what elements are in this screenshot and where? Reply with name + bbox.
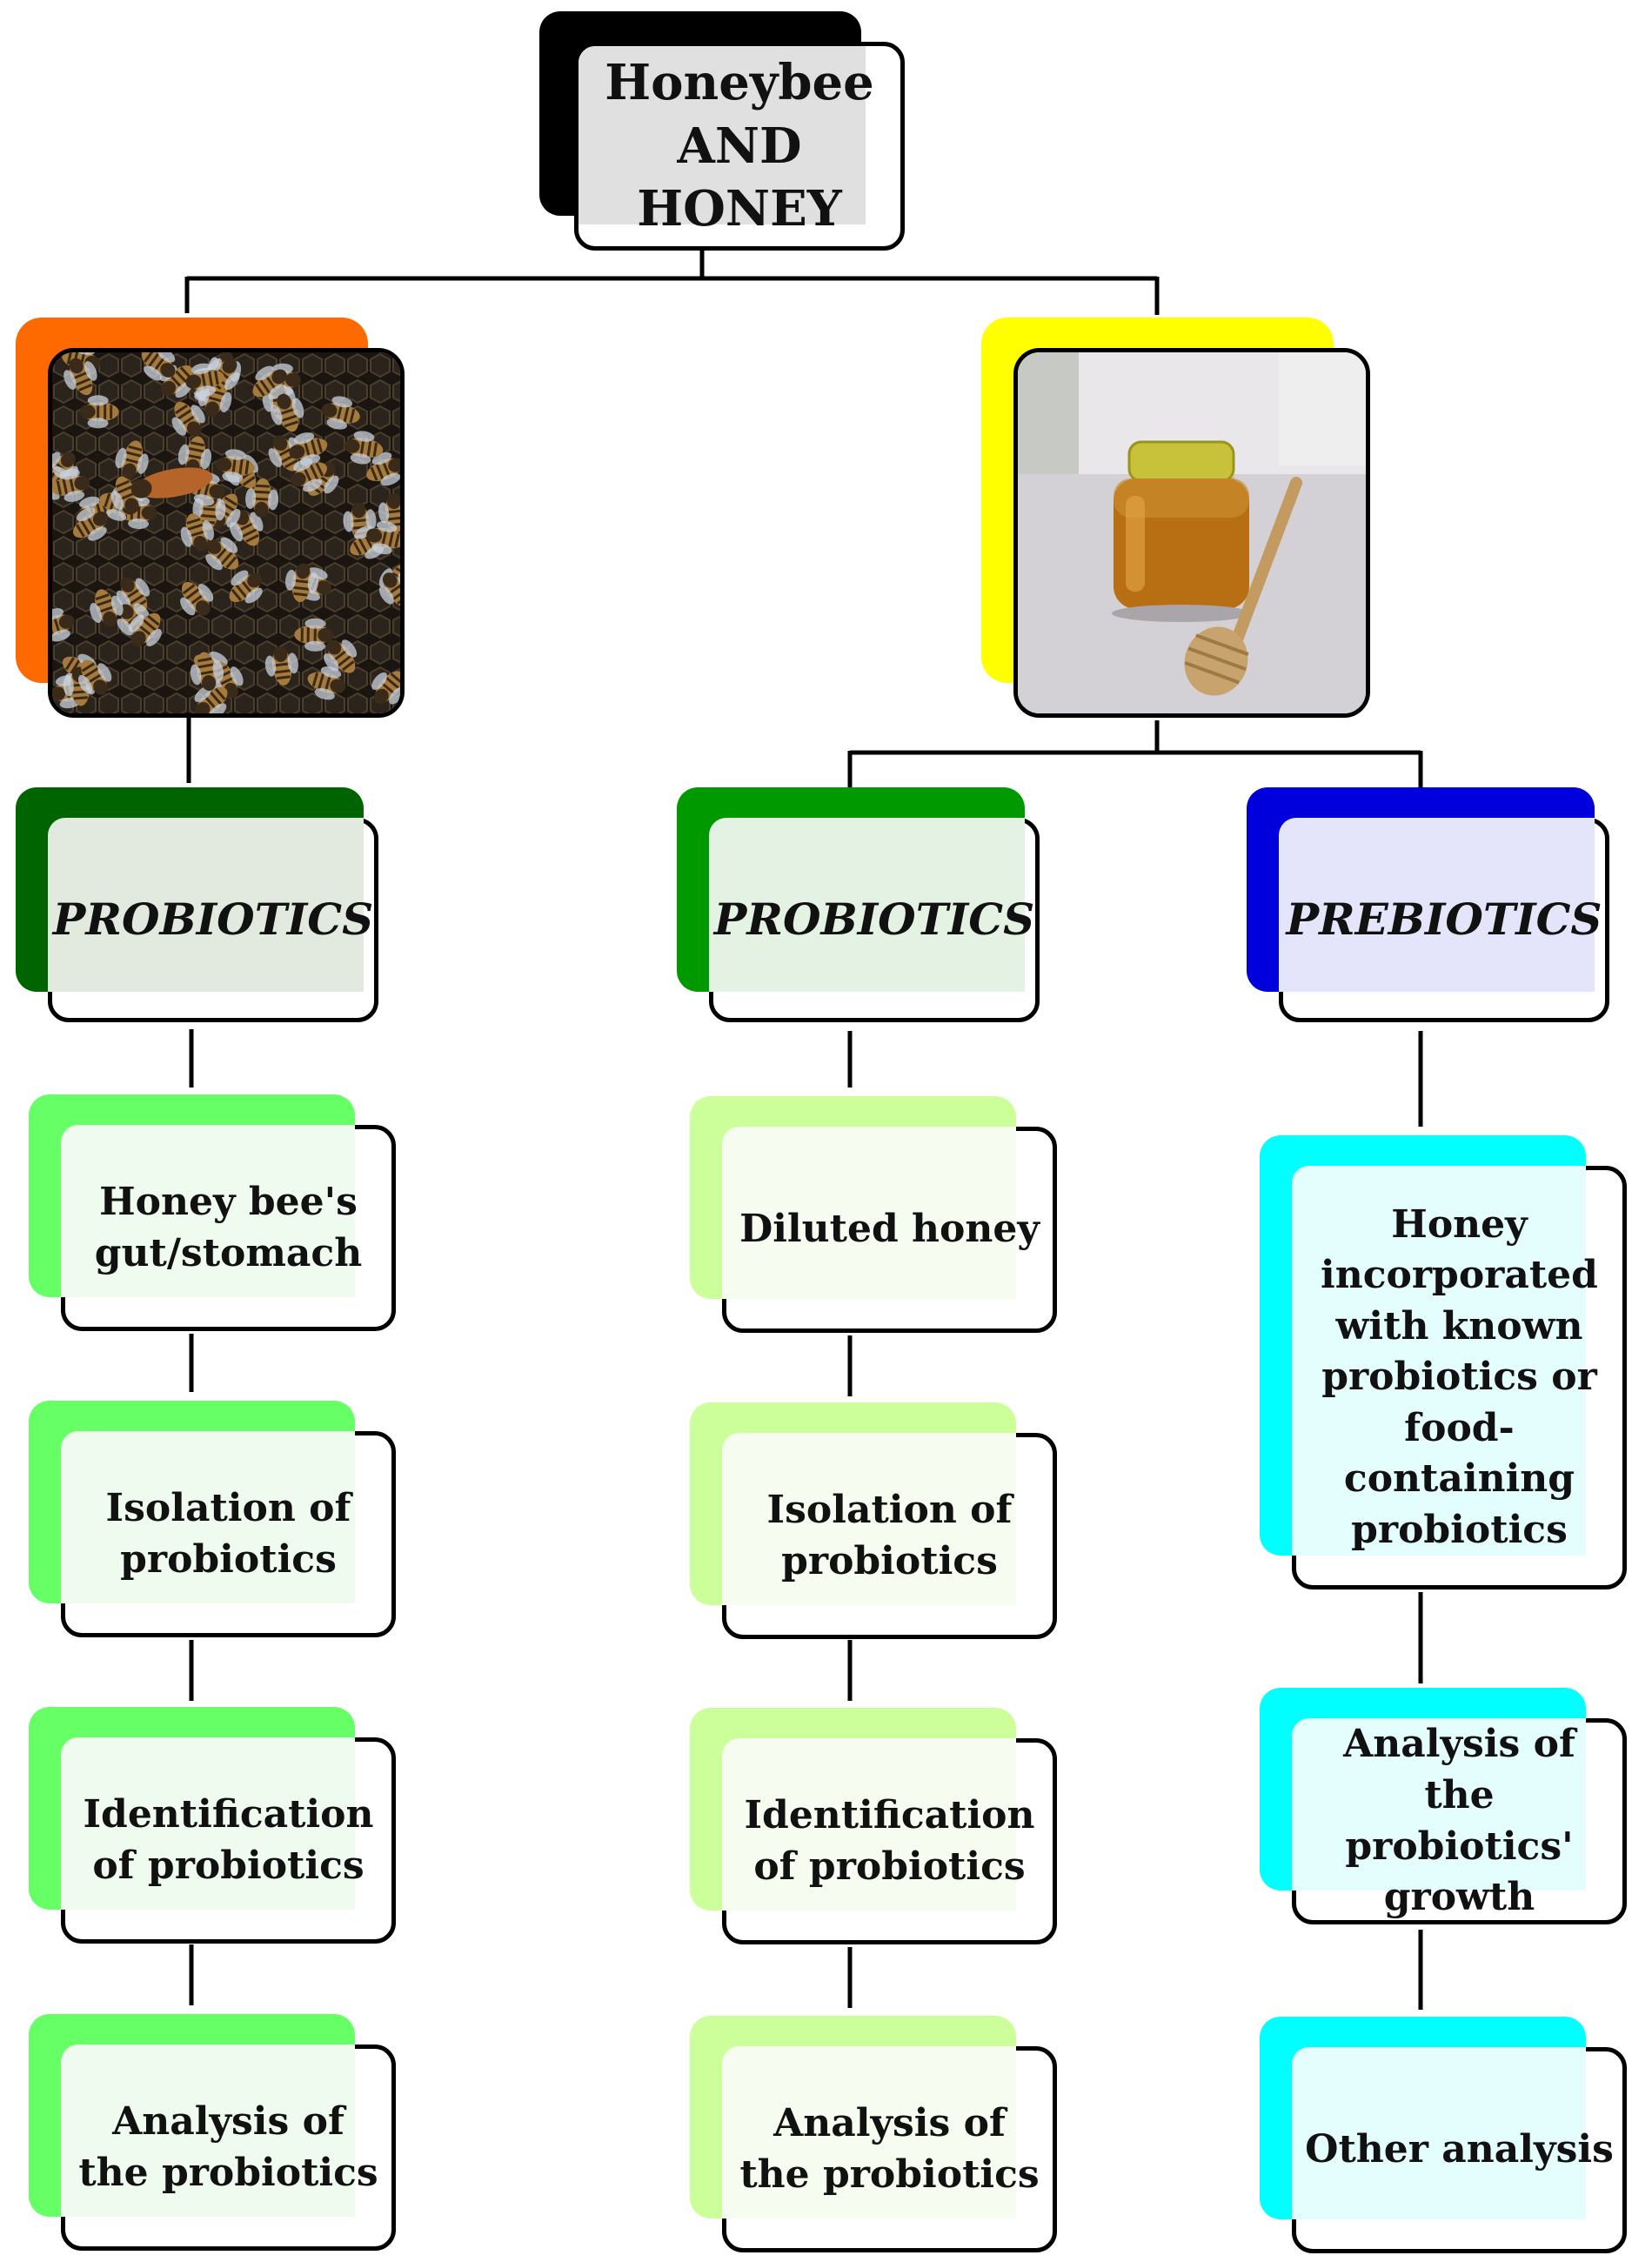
bee-shape [324,639,358,673]
bee-shape [230,509,264,546]
honey-jar-photo-svg [1018,352,1366,713]
bee-shape [141,352,176,381]
step-label: Honey incorporated with known probiotics… [1321,1201,1598,1552]
bee-shape [344,431,384,465]
bee-shape [90,589,124,627]
bee-shape [252,365,287,399]
queen-bee-shape [130,467,213,499]
bee-shape [185,363,224,397]
bee-shape [366,520,400,555]
connector-honey-branch [847,720,1423,796]
step-label: Isolation of probiotics [766,1487,1013,1583]
bee-shape [378,572,400,607]
root-line-3: HONEY [637,180,842,238]
bee-shape [72,507,109,541]
bee-shape [79,395,119,429]
step-tint [61,1431,355,1603]
step-tint [1292,1718,1586,1891]
step-label: Identification of probiotics [744,1792,1035,1889]
step-label: Analysis of the probiotics [78,2098,378,2195]
connector-root-branch [184,248,1160,315]
step-tint [1292,2047,1586,2219]
step-tint [722,1433,1016,1605]
step-tint [61,2044,355,2217]
step-tint [722,2046,1016,2218]
root-node-tint [579,46,866,224]
bee-shape [116,577,150,612]
bee-shape [284,563,319,603]
category-tint [709,818,1025,992]
step-tint [1292,1166,1586,1556]
bee-shape [216,449,255,483]
bee-shape [268,435,302,472]
root-line-1: Honeybee [605,53,874,111]
category-tint [1279,818,1595,992]
bee-shape [294,618,334,652]
step-label: Diluted honey [739,1207,1040,1252]
bee-shape [171,401,205,437]
bee-shape [270,393,304,432]
step-label: Identification of probiotics [83,1791,374,1888]
bee-shape [128,612,162,646]
root-node-label: Honeybee AND HONEY [574,42,905,251]
bee-shape [52,608,75,642]
bee-shape [229,570,263,604]
step-tint [61,1125,355,1297]
bee-shape [371,671,400,705]
bee-shape [180,581,214,616]
bee-shape [378,493,400,532]
bee-shape [52,468,90,502]
bee-shape [64,358,97,396]
bee-shape [190,652,224,691]
step-tint [722,1127,1016,1299]
category-label: PROBIOTICS [713,893,1035,946]
honey-jar-photo-icon [1013,348,1370,718]
bee-shape [366,452,400,486]
honeybee-colony-photo-svg [52,352,400,713]
step-label: Isolation of probiotics [105,1485,351,1582]
step-label: Other analysis [1305,2127,1614,2172]
bee-shape [180,513,215,552]
bee-shape [321,396,360,430]
bee-shape [115,440,149,479]
honeybee-colony-photo-icon [48,348,405,718]
step-label: Honey bee's gut/stomach [94,1179,363,1275]
bee-shape [307,666,346,700]
category-label: PROBIOTICS [52,893,374,946]
step-tint [722,1738,1016,1911]
bee-shape [264,646,298,686]
step-tint [61,1737,355,1910]
bee-shape [291,458,328,492]
root-line-2: AND [677,117,802,175]
category-label: PREBIOTICS [1286,893,1602,946]
bee-shape [205,537,239,571]
step-label: Analysis of the probiotics [739,2100,1040,2197]
bee-shape [77,659,112,695]
step-label: Analysis of the probiotics' growth [1343,1722,1575,1920]
category-tint [48,818,364,992]
bee-shape [245,478,279,518]
